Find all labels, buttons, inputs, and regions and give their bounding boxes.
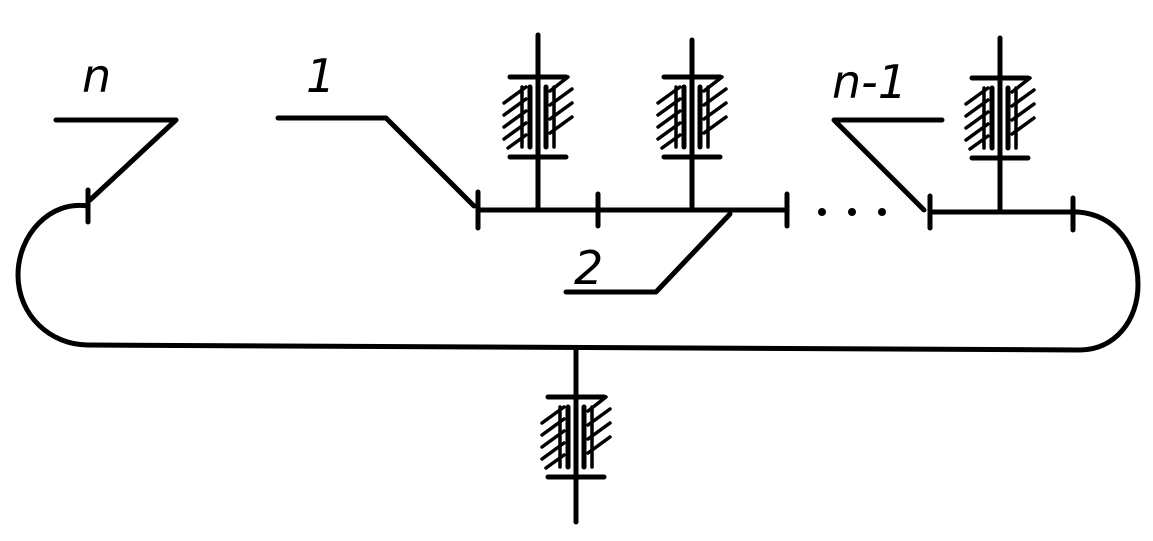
- label-n-1: n-1: [832, 55, 907, 109]
- leader-n: [53, 117, 179, 203]
- leader-2: [563, 211, 733, 295]
- label-1: 1: [306, 49, 335, 103]
- ellipsis-dot: [878, 208, 886, 216]
- leader-1: [275, 115, 477, 209]
- label-2: 2: [574, 241, 603, 295]
- loop-outline: [15, 202, 1141, 353]
- ellipsis-dot: [848, 208, 856, 216]
- ellipsis-dot: [818, 208, 826, 216]
- leader-n-1: [831, 117, 945, 213]
- label-n: n: [82, 49, 111, 103]
